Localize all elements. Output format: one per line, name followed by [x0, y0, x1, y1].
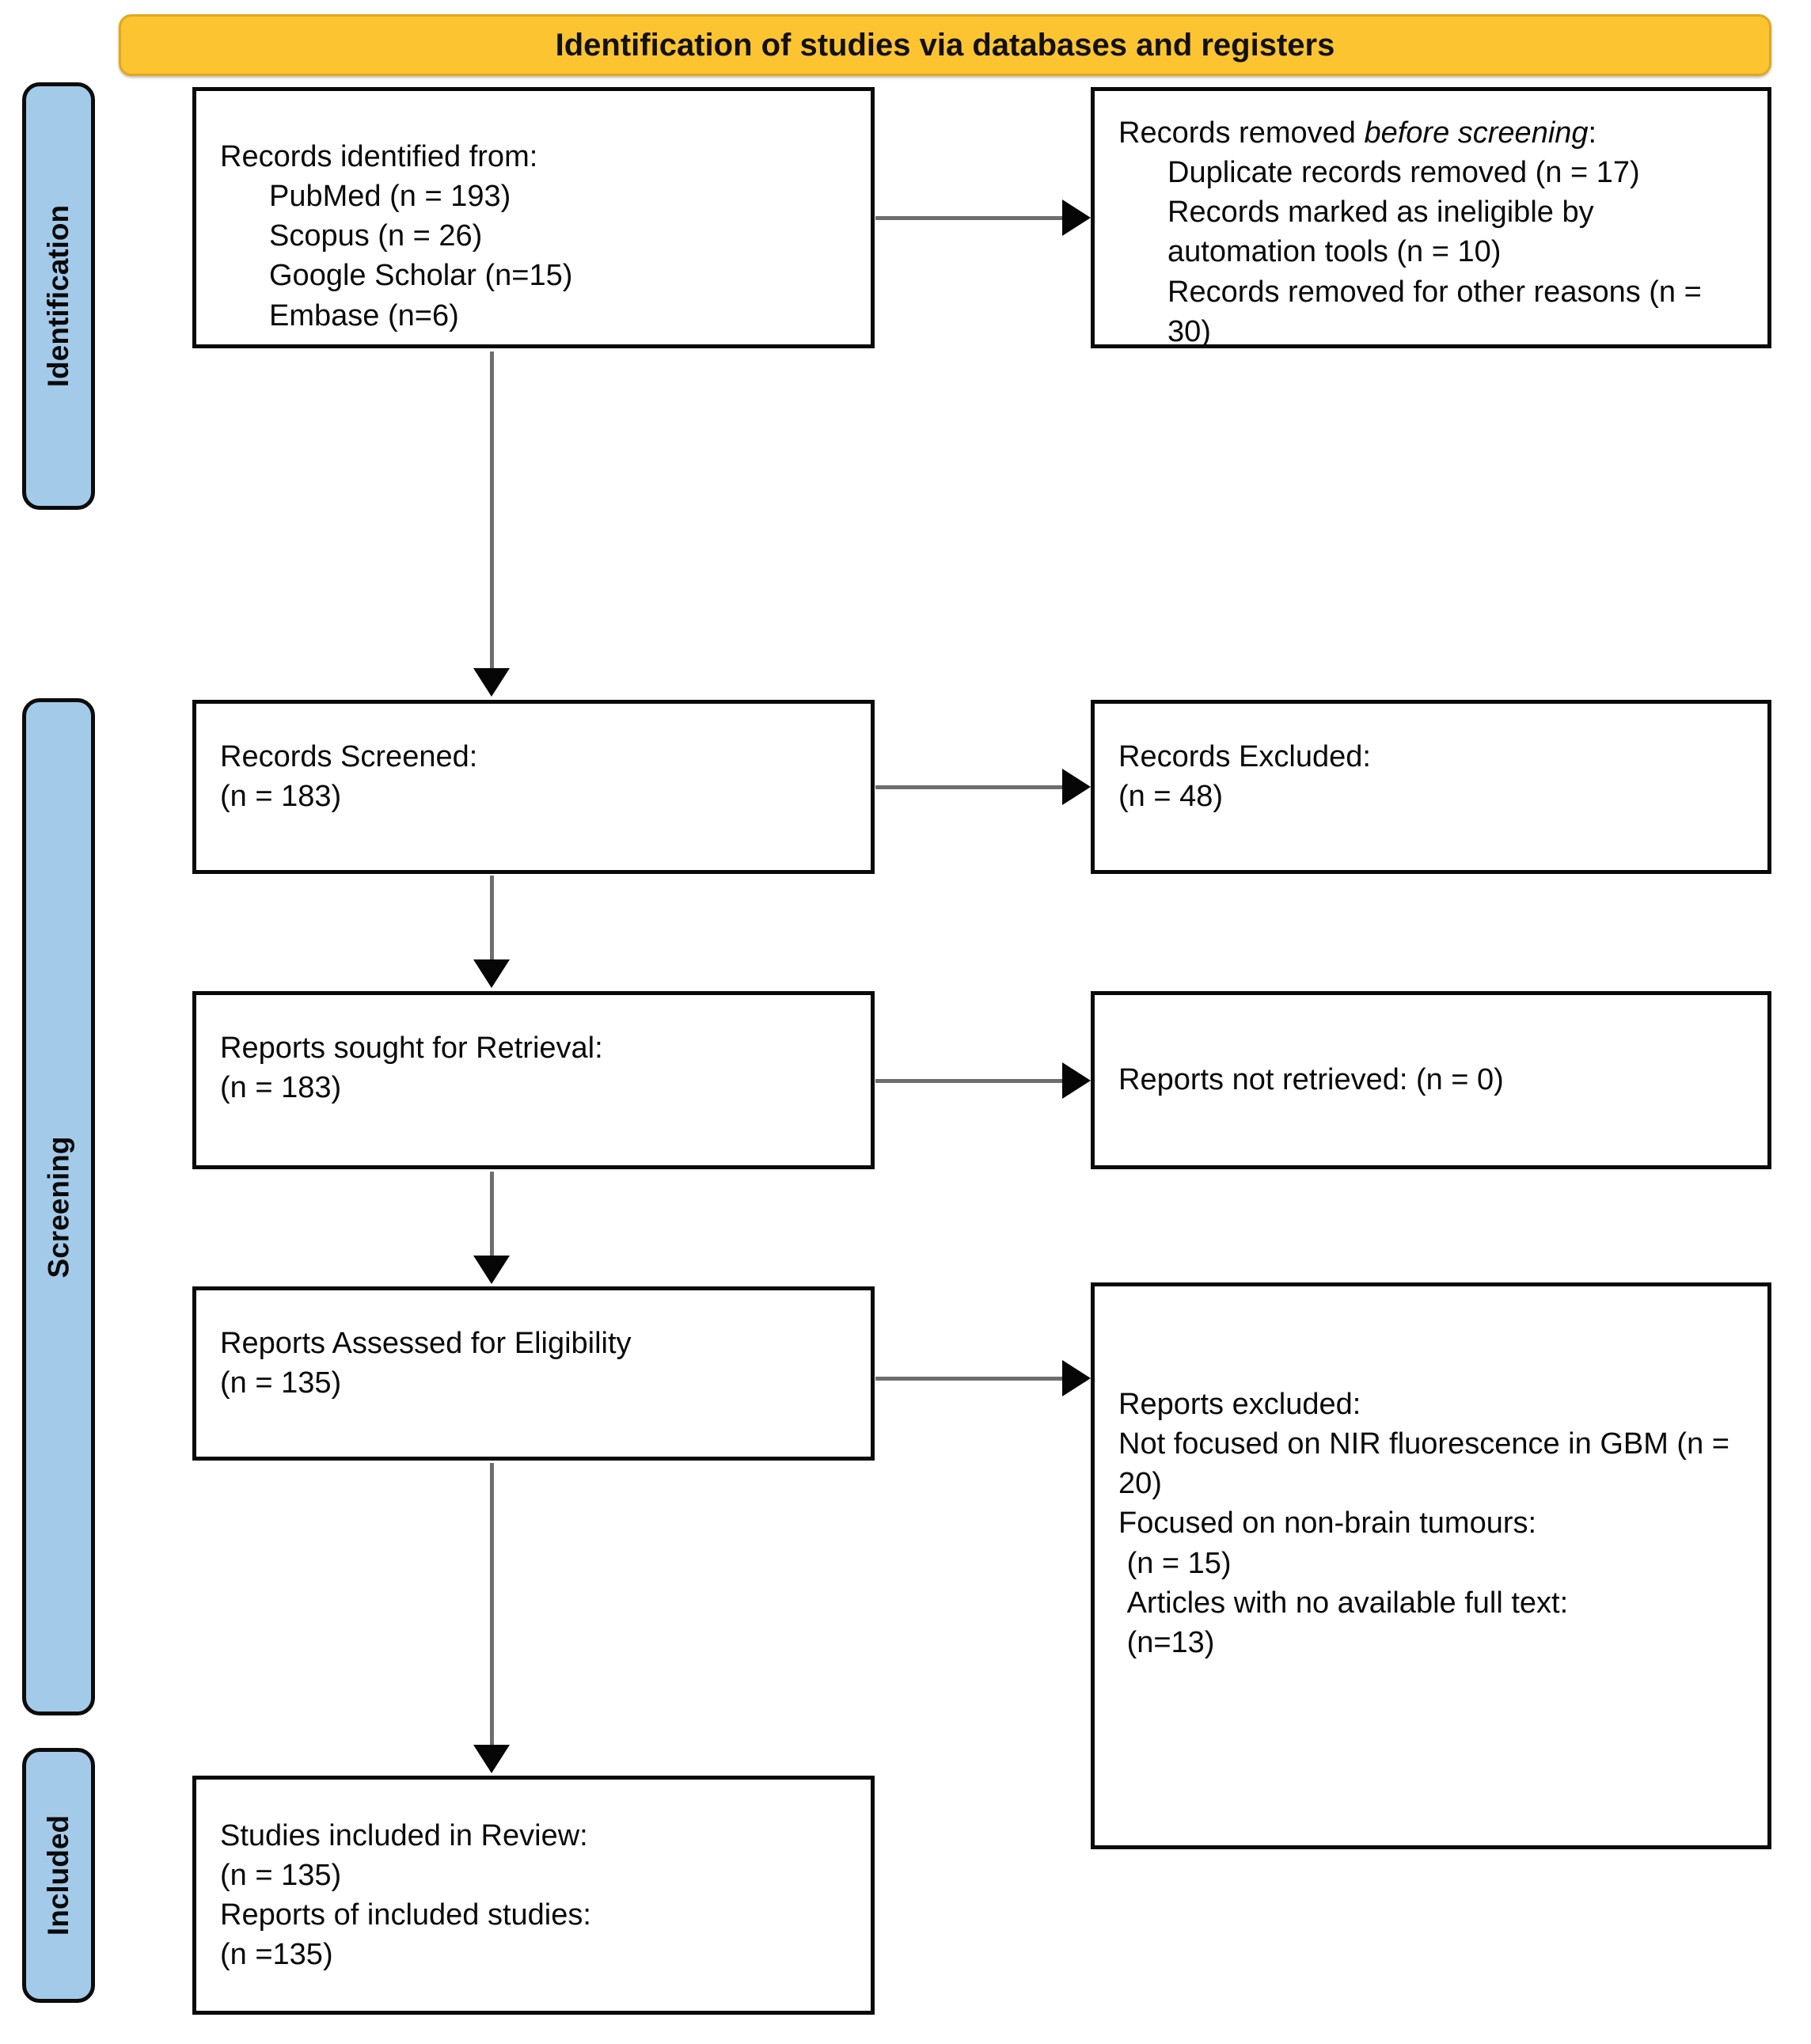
arrow-identified-to-screened [472, 351, 511, 697]
reports-excluded-nonbrain-count: (n = 15) [1118, 1546, 1232, 1580]
reports-sought-heading: Reports sought for Retrieval: [220, 1031, 603, 1065]
box-studies-included: Studies included in Review: (n = 135) Re… [192, 1776, 875, 2015]
reports-included-count: (n =135) [220, 1938, 333, 1972]
records-identified-pubmed: PubMed (n = 193) [269, 180, 511, 214]
records-excluded-heading: Records Excluded: [1118, 740, 1371, 773]
reports-excluded-nir: Not focused on NIR fluorescence in GBM (… [1118, 1427, 1738, 1501]
stage-label-included: Included [42, 1814, 74, 1936]
arrow-shaft [875, 1079, 1064, 1083]
records-removed-heading-a: Records removed [1118, 116, 1365, 150]
arrow-head-icon [1062, 1062, 1091, 1099]
stage-label-screening: Screening [42, 1136, 74, 1278]
arrow-eligibility-to-included [472, 1463, 511, 1773]
arrow-head-icon [1062, 1360, 1091, 1396]
stage-tab-identification: Identification [22, 82, 95, 510]
box-records-excluded: Records Excluded: (n = 48) [1091, 700, 1771, 874]
reports-assessed-heading: Reports Assessed for Eligibility [220, 1327, 632, 1360]
arrow-shaft [490, 1172, 494, 1257]
reports-excluded-fulltext-count: (n=13) [1118, 1625, 1215, 1659]
arrow-shaft [875, 785, 1064, 789]
arrow-head-icon [473, 668, 510, 697]
records-identified-heading: Records identified from: [220, 140, 538, 173]
arrow-head-icon [1062, 769, 1091, 805]
records-removed-heading-colon: : [1588, 116, 1597, 150]
reports-included-heading: Reports of included studies: [220, 1898, 591, 1932]
reports-assessed-count: (n = 135) [220, 1366, 342, 1400]
records-screened-heading: Records Screened: [220, 740, 478, 773]
arrow-head-icon [473, 1745, 510, 1773]
arrow-sought-to-eligibility [472, 1172, 511, 1284]
box-reports-excluded-reasons: Reports excluded: Not focused on NIR flu… [1091, 1282, 1771, 1849]
box-reports-not-retrieved: Reports not retrieved: (n = 0) [1091, 991, 1771, 1169]
arrow-head-icon [473, 1256, 510, 1284]
box-reports-sought-for-retrieval: Reports sought for Retrieval: (n = 183) [192, 991, 875, 1169]
page-title: Identification of studies via databases … [555, 27, 1335, 63]
arrow-identified-to-removed [875, 198, 1091, 237]
records-excluded-count: (n = 48) [1118, 780, 1224, 814]
studies-included-heading: Studies included in Review: [220, 1819, 588, 1852]
diagram-header-banner: Identification of studies via databases … [119, 14, 1771, 76]
arrow-screened-to-sought [472, 876, 511, 988]
reports-sought-count: (n = 183) [220, 1071, 342, 1105]
studies-included-count: (n = 135) [220, 1859, 342, 1893]
reports-excluded-heading: Reports excluded: [1118, 1388, 1361, 1421]
arrow-head-icon [473, 959, 510, 988]
arrow-shaft [875, 216, 1064, 220]
box-records-removed-before-screening: Records removed before screening: Duplic… [1091, 87, 1771, 348]
arrow-shaft [875, 1377, 1064, 1381]
reports-excluded-nonbrain: Focused on non-brain tumours: [1118, 1506, 1537, 1541]
box-records-screened: Records Screened: (n = 183) [192, 700, 875, 874]
arrow-shaft [490, 351, 494, 670]
reports-excluded-fulltext: Articles with no available full text: [1118, 1586, 1569, 1620]
records-removed-heading: Records removed before screening: [1118, 113, 1744, 153]
arrow-screened-to-excluded [875, 767, 1091, 807]
records-removed-heading-italic: before screening [1364, 116, 1589, 150]
arrow-sought-to-not-retrieved [875, 1061, 1091, 1100]
records-identified-embase: Embase (n=6) [269, 298, 459, 332]
arrow-eligibility-to-reports-excluded [875, 1358, 1091, 1398]
records-removed-duplicates: Duplicate records removed (n = 17) [1167, 156, 1640, 190]
arrow-head-icon [1062, 199, 1091, 236]
records-identified-google-scholar: Google Scholar (n=15) [269, 259, 573, 293]
arrow-shaft [490, 876, 494, 961]
box-records-identified: Records identified from: PubMed (n = 193… [192, 87, 875, 348]
stage-label-identification: Identification [42, 204, 75, 388]
box-reports-assessed-for-eligibility: Reports Assessed for Eligibility (n = 13… [192, 1286, 875, 1461]
arrow-shaft [490, 1463, 494, 1746]
records-screened-count: (n = 183) [220, 780, 342, 814]
records-removed-automation: Records marked as ineligible by automati… [1167, 196, 1603, 269]
stage-tab-screening: Screening [22, 698, 95, 1715]
records-identified-scopus: Scopus (n = 26) [269, 219, 483, 253]
records-removed-other: Records removed for other reasons (n = 3… [1167, 275, 1710, 348]
reports-not-retrieved-text: Reports not retrieved: (n = 0) [1118, 1063, 1504, 1097]
stage-tab-included: Included [22, 1748, 95, 2003]
